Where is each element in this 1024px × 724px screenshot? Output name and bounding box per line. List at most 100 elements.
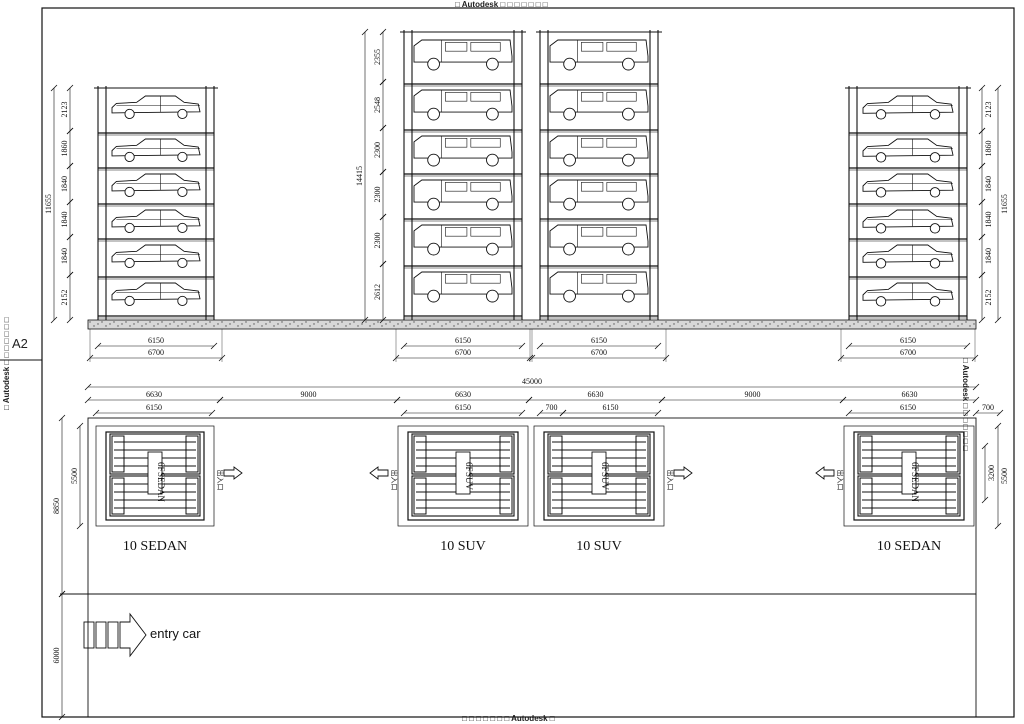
gate-arrow: [223, 466, 243, 480]
unit-outline: [533, 425, 665, 527]
tower-inner-width: 6150: [845, 336, 971, 350]
level-dimension: 1840: [60, 198, 74, 241]
unit-label: 10 SUV: [576, 539, 622, 554]
suv-car: [413, 224, 513, 256]
dimension-text: 6700: [455, 348, 471, 357]
dimension-text: 1840: [984, 212, 993, 228]
entry-bar: [95, 621, 107, 649]
unit-label: 10 SEDAN: [877, 539, 941, 554]
gate-label: 出入口: [216, 470, 225, 491]
overall-width-dimension: 45000: [84, 377, 980, 391]
dimension-text: 2300: [373, 142, 382, 158]
gate-arrow: [673, 466, 693, 480]
total-height-dimension: 11655: [44, 84, 58, 324]
level-dimension: 2152: [60, 271, 74, 324]
unit-width-dimension: 6630: [525, 390, 666, 404]
sedan-car: [862, 138, 954, 163]
suv-car: [549, 135, 649, 167]
dimension-text: 6150: [603, 403, 619, 412]
dimension-text: 2300: [373, 233, 382, 249]
sign-floors: 6F: [464, 462, 474, 472]
suv-car: [413, 39, 513, 71]
sign-type: SEDAN: [156, 472, 166, 503]
dimension-text: 1840: [984, 248, 993, 264]
unit-outline: [843, 425, 975, 527]
unit-label: 10 SEDAN: [123, 539, 187, 554]
sedan-car: [862, 282, 954, 307]
pallet-end: [635, 477, 649, 515]
unit-label: 10 SUV: [440, 539, 486, 554]
unit-depth-dimension: 5500: [994, 422, 1009, 530]
tower-outer-width: 6700: [86, 348, 226, 362]
tower-outer-width: 6700: [392, 348, 534, 362]
dimension-text: 45000: [522, 377, 542, 386]
level-dimension: 2300: [373, 213, 387, 268]
suv-car: [549, 271, 649, 303]
suv-car: [549, 224, 649, 256]
pallet-end: [945, 477, 959, 515]
tower-outer-width: 6700: [528, 348, 670, 362]
tower-suv-right: [536, 30, 662, 320]
gate-arrow: [369, 466, 389, 480]
level-dimension: 1840: [978, 233, 993, 279]
suv-car: [549, 89, 649, 121]
sedan-car: [862, 95, 954, 120]
floor-sign: [147, 451, 163, 495]
gate-label: 出入口: [836, 470, 845, 491]
dimension-text: 1860: [984, 141, 993, 157]
sheet-size-tag: A2: [12, 336, 28, 351]
unit-frame: [853, 431, 965, 521]
side-offset-dimension: 700: [972, 403, 1004, 417]
watermark-bottom: □ □ □ □ □ □ □ Autodesk □: [462, 714, 555, 723]
sign-floors: 6F: [910, 462, 920, 472]
level-dimension: 1840: [60, 162, 74, 206]
dimension-text: 11655: [1000, 194, 1009, 214]
sedan-car: [111, 173, 201, 198]
dimension-text: 1860: [60, 141, 69, 157]
unit-outline: [397, 425, 529, 527]
dimension-text: 6150: [591, 336, 607, 345]
sedan-car: [111, 282, 201, 307]
gap-dimension: 9000: [658, 390, 847, 404]
unit-inner-dimension: 6150: [400, 403, 526, 417]
suv-car: [413, 179, 513, 211]
sedan-car: [862, 209, 954, 234]
sign-type: SEDAN: [910, 472, 920, 503]
gap-dimension: 9000: [216, 390, 401, 404]
dimension-text: 2355: [373, 49, 382, 65]
sedan-car: [111, 138, 201, 163]
tower-inner-width: 6150: [94, 336, 218, 350]
level-dimension: 1860: [978, 127, 993, 170]
suv-car: [549, 39, 649, 71]
entry-bar: [107, 621, 119, 649]
gate-label: 出入口: [390, 470, 399, 491]
dimension-text: 2300: [373, 187, 382, 203]
dimension-text: 9000: [745, 390, 761, 399]
floor-sign: [455, 451, 471, 495]
sedan-car: [111, 95, 201, 120]
total-height-dimension: 11655: [994, 84, 1009, 324]
dimension-text: 6630: [146, 390, 162, 399]
watermark-top: □ Autodesk □ □ □ □ □ □ □: [455, 0, 548, 9]
sign-floors: 6F: [156, 462, 166, 472]
unit-depth-dimension: 5500: [70, 422, 84, 530]
ground-strip: [87, 319, 977, 330]
pallet-end: [111, 477, 125, 515]
pallet-end: [945, 435, 959, 473]
dimension-text: 700: [982, 403, 994, 412]
unit-inner-dimension: 6150: [559, 403, 662, 417]
sedan-car: [862, 244, 954, 269]
unit-inner-dimension: 6150: [92, 403, 216, 417]
dimension-text: 6700: [900, 348, 916, 357]
pallet-end: [499, 435, 513, 473]
level-dimension: 2123: [60, 84, 74, 135]
pallet-end: [859, 477, 873, 515]
dimension-text: 1840: [60, 212, 69, 228]
pallet-end: [413, 477, 427, 515]
dimension-text: 6630: [902, 390, 918, 399]
pallet-end: [185, 477, 199, 515]
tower-suv-left: [400, 30, 526, 320]
total-height-dimension: 14415: [355, 28, 369, 324]
